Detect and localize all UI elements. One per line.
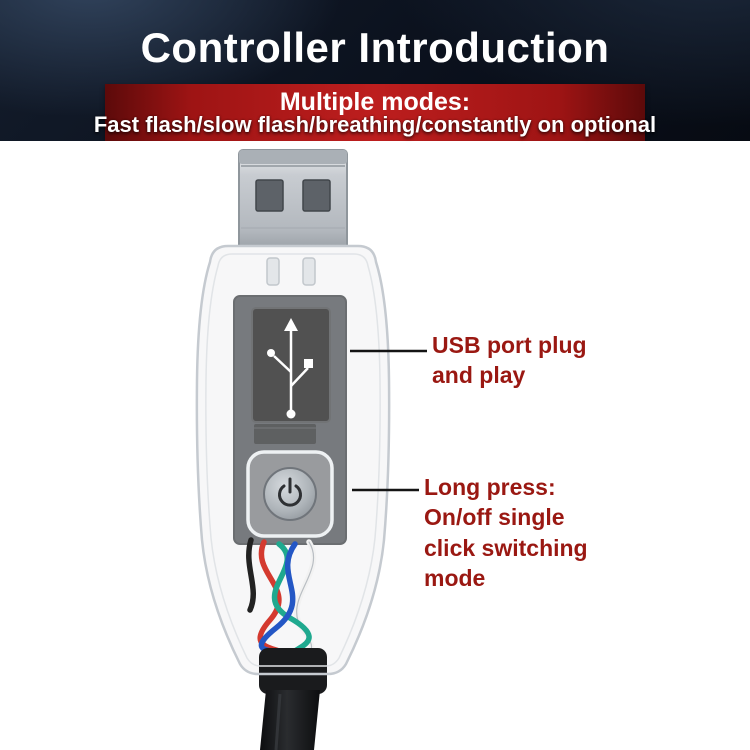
ic-chip (254, 424, 316, 444)
cable (259, 648, 327, 750)
usb-trident-icon (267, 318, 313, 419)
mode-button (246, 450, 334, 538)
callout-long-press: Long press: On/off single click switchin… (424, 474, 588, 592)
modes-heading: Multiple modes: (279, 88, 471, 116)
modes-subheading: Fast flash/slow flash/breathing/constant… (93, 112, 657, 137)
modes-banner: Multiple modes: (105, 84, 645, 141)
callout-usb-port: USB port plug and play (432, 332, 587, 389)
usb-a-connector-icon (238, 149, 348, 251)
controller-shell (195, 244, 391, 750)
power-icon (278, 477, 302, 507)
page-title: Controller Introduction (140, 24, 610, 71)
usb-logo-panel (251, 307, 331, 423)
